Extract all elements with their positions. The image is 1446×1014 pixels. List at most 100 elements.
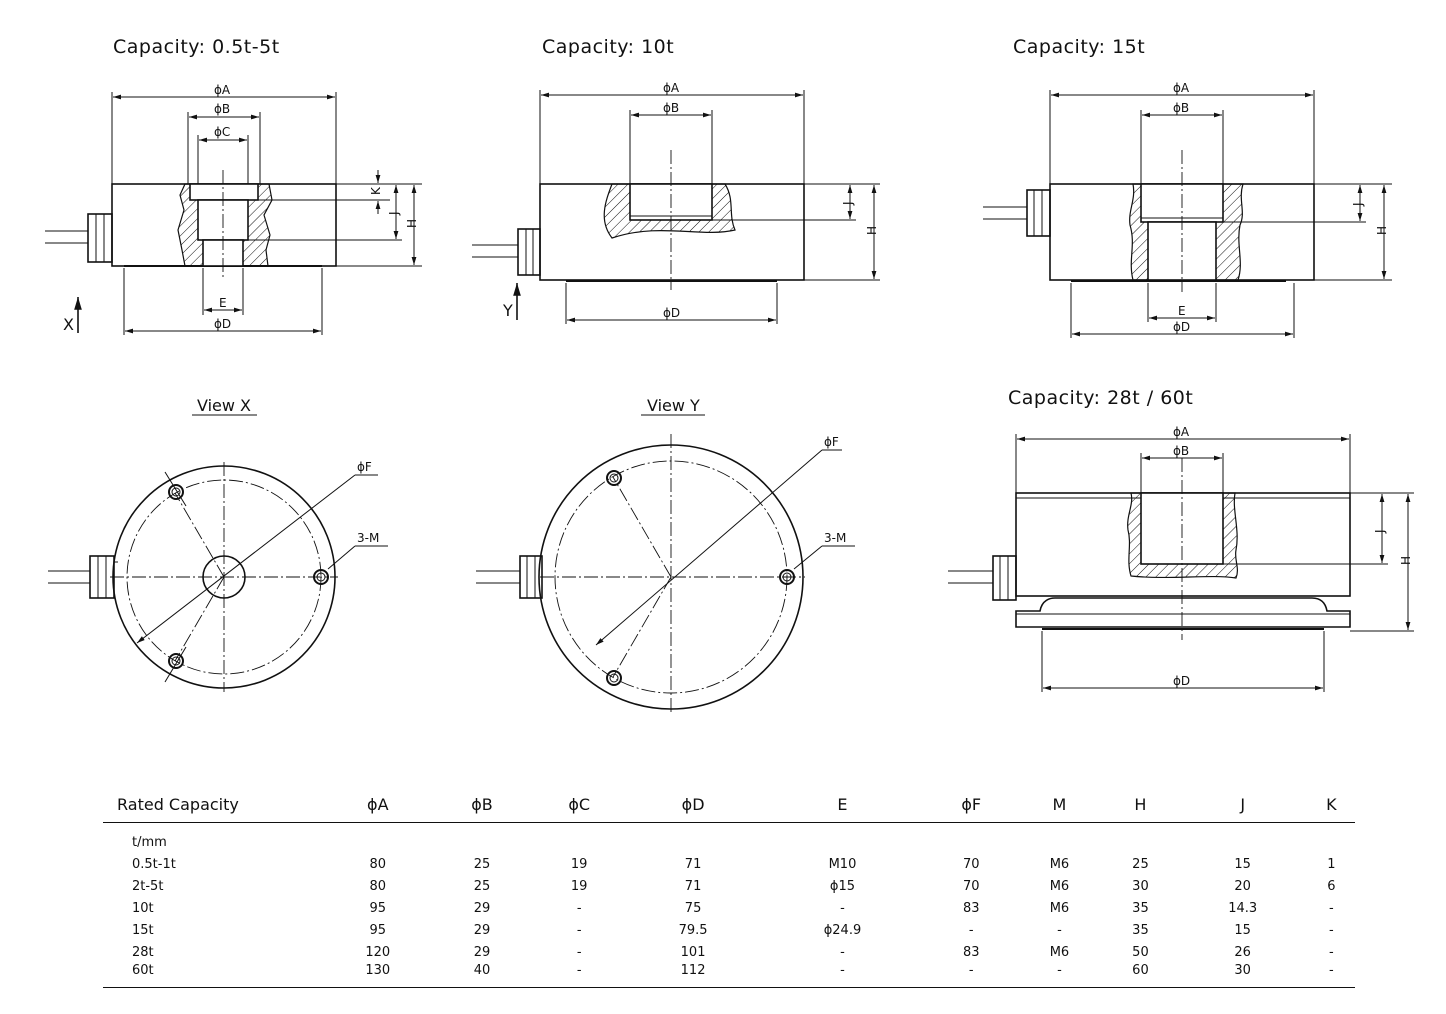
table-cell: - (840, 900, 845, 916)
table-cell: 80 (369, 878, 387, 894)
table-cell: 112 (628, 963, 759, 988)
table-cell: 50 (1132, 944, 1149, 960)
table-cell: - (968, 922, 974, 938)
dim-label-a-15t: ϕA (1173, 81, 1190, 95)
table-cell: 15 (1234, 922, 1251, 938)
view-x-drawing: View X ϕF 3-M (48, 396, 388, 692)
table-cell: 101 (680, 944, 706, 960)
drawing-small-capacity: ϕA ϕB ϕC ϕD E K J H X (45, 83, 422, 335)
table-cell: 15t (132, 922, 154, 938)
view-x-f-label: ϕF (357, 460, 372, 474)
table-cell: - (758, 963, 927, 988)
table-cell: ϕ15 (829, 878, 856, 894)
table-cell: 120 (365, 944, 391, 960)
table-cell: - (1057, 922, 1062, 938)
table-cell: 71 (684, 856, 702, 872)
dim-label-b-10t: ϕB (663, 101, 679, 115)
table-cell: - (840, 944, 845, 960)
table-cell: 28t (132, 944, 154, 960)
col-header: ϕA (322, 786, 434, 823)
table-cell: 60 (1103, 963, 1178, 988)
table-cell: M6 (1049, 856, 1070, 872)
dim-label-k: K (369, 186, 383, 195)
dim-label-b: ϕB (214, 102, 230, 116)
table-header-row: Rated Capacity ϕA ϕB ϕC ϕD E ϕF M H J K (103, 786, 1355, 823)
table-cell: 60t (103, 963, 322, 988)
dim-label-e: E (219, 296, 227, 310)
table-cell: 130 (322, 963, 434, 988)
table-cell: 30 (1177, 963, 1308, 988)
table-cell: 83 (962, 900, 980, 916)
unit-row: t/mm (103, 823, 1355, 854)
table-cell: 0.5t-1t (132, 856, 176, 872)
dim-label-j-15t: J (1351, 202, 1365, 207)
table-cell: 15 (1234, 856, 1251, 872)
table-cell: ϕ24.9 (823, 922, 862, 938)
table-cell: - (576, 900, 582, 916)
table-cell: - (1329, 922, 1334, 938)
table-cell: 79.5 (678, 922, 708, 938)
table-cell: - (926, 963, 1016, 988)
col-header: H (1103, 786, 1178, 823)
table-cell: 14.3 (1228, 900, 1258, 916)
table-cell: 35 (1132, 922, 1149, 938)
table-cell: - (576, 944, 582, 960)
table-cell: 75 (684, 900, 702, 916)
table-row: 60t 130 40 - 112 - - - 60 30 - (103, 963, 1355, 988)
title-capacity-small: Capacity: 0.5t-5t (113, 36, 280, 58)
table-cell: 70 (962, 878, 980, 894)
view-y-title: View Y (647, 396, 700, 415)
dim-label-j-10t: J (841, 201, 855, 206)
table-cell: - (1329, 944, 1334, 960)
table-cell: 29 (473, 922, 491, 938)
table-cell: 6 (1327, 878, 1336, 894)
table-cell: - (1329, 900, 1334, 916)
view-y-f-label: ϕF (824, 435, 839, 449)
dim-label-a: ϕA (214, 83, 231, 97)
view-arrow-y-label: Y (502, 301, 513, 320)
drawing-15t: ϕA ϕB ϕD E J H (983, 81, 1392, 338)
table-cell: 20 (1234, 878, 1251, 894)
table-cell: 29 (473, 944, 491, 960)
dim-label-h-10t: H (865, 226, 879, 235)
col-header: J (1177, 786, 1308, 823)
table-cell: 19 (570, 878, 588, 894)
dim-label-h-large: H (1399, 556, 1413, 565)
view-y-m-label: 3-M (824, 531, 846, 545)
dim-label-a-10t: ϕA (663, 81, 680, 95)
table-cell: 10t (132, 900, 154, 916)
specification-table: Rated Capacity ϕA ϕB ϕC ϕD E ϕF M H J K … (103, 786, 1355, 988)
dim-label-d: ϕD (214, 317, 231, 331)
table-cell: - (576, 922, 582, 938)
table-cell: 35 (1132, 900, 1149, 916)
table-row: 2t-5t 80 25 19 71 ϕ15 70 M6 30 20 6 (103, 875, 1355, 897)
table-cell: 80 (369, 856, 387, 872)
dim-label-c: ϕC (214, 125, 230, 139)
table-cell: 26 (1234, 944, 1251, 960)
dim-label-j-large: J (1373, 529, 1387, 534)
table-cell: 70 (962, 856, 980, 872)
table-cell: - (1015, 963, 1104, 988)
dim-label-j: J (387, 211, 401, 216)
table-row: 10t 95 29 - 75 - 83 M6 35 14.3 - (103, 897, 1355, 919)
col-header: K (1307, 786, 1355, 823)
table-cell: M6 (1049, 878, 1070, 894)
table-cell: - (1307, 963, 1355, 988)
table-cell: M6 (1049, 900, 1070, 916)
view-y-drawing: View Y ϕF 3-M (476, 396, 855, 714)
table-cell: 95 (369, 900, 387, 916)
table-cell: M10 (828, 856, 857, 872)
dim-label-b-large: ϕB (1173, 444, 1189, 458)
dim-label-d-10t: ϕD (663, 306, 680, 320)
dim-label-e-15t: E (1178, 304, 1186, 318)
table-cell: 30 (1132, 878, 1149, 894)
col-header: E (758, 786, 927, 823)
view-arrow-x-label: X (63, 315, 74, 334)
table-row: 15t 95 29 - 79.5 ϕ24.9 - - 35 15 - (103, 919, 1355, 941)
dim-label-h-15t: H (1375, 226, 1389, 235)
view-x-m-label: 3-M (357, 531, 379, 545)
table-cell: 83 (962, 944, 980, 960)
col-header: ϕC (530, 786, 629, 823)
col-header: M (1015, 786, 1104, 823)
